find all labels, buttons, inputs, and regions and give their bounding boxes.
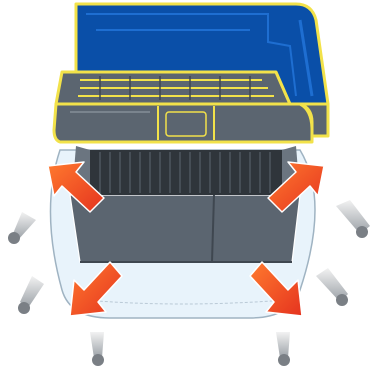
vibration-mark-right-upper (336, 200, 370, 238)
vent-grille (72, 146, 300, 195)
vibration-mark-left-upper (8, 212, 36, 244)
vibration-mark-left-lower (18, 276, 44, 314)
printer-lower-body (70, 195, 300, 262)
vibration-mark-right-lower (316, 268, 348, 306)
vibration-mark-bottom-right (276, 332, 290, 366)
control-strip (56, 72, 290, 104)
vibration-mark-bottom-left (90, 332, 104, 366)
printer-main-body (54, 104, 312, 142)
